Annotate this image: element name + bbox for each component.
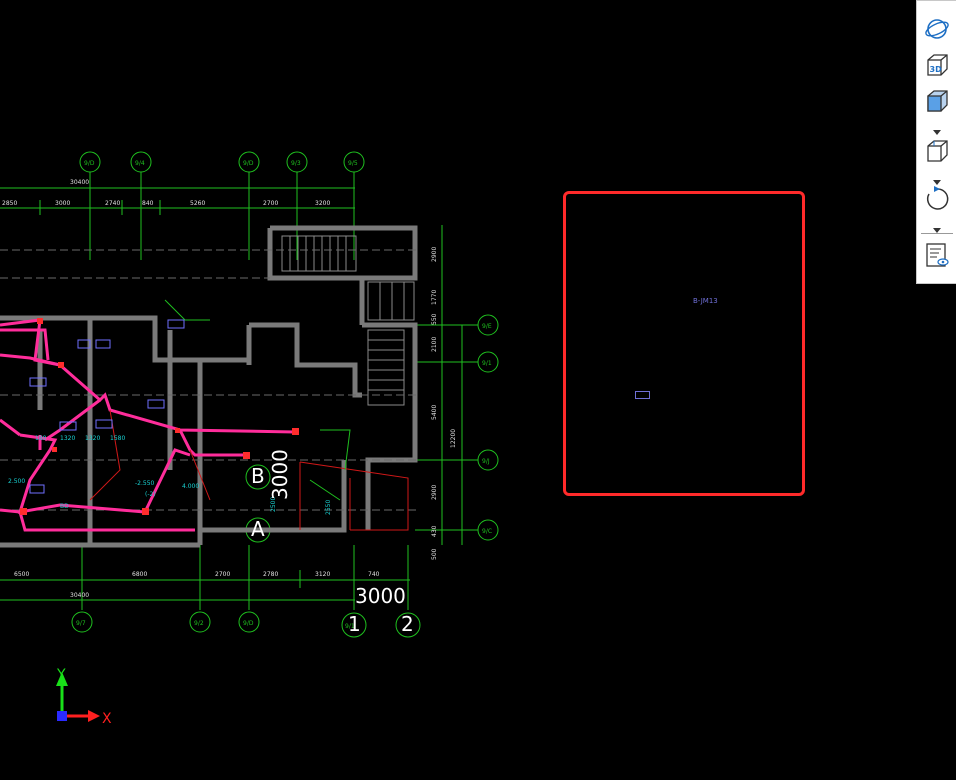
dim-right-3: 2100 (431, 337, 438, 352)
overlay-dimension-horizontal: 3000 (355, 584, 406, 608)
grid-axis-bubbles (71, 151, 499, 638)
selected-element-marker (635, 391, 650, 399)
solid-view-button[interactable] (923, 87, 951, 115)
right-dimension-lines (415, 225, 478, 545)
annotation-leaders (164, 299, 351, 501)
grid-label-2: 2 (401, 612, 414, 636)
chevron-down-icon (933, 130, 941, 135)
dim-right-1: 1770 (431, 290, 438, 305)
axis-bottom-3: 9/D (243, 620, 254, 627)
x-axis-label: X (102, 711, 112, 727)
cube-3d-icon: 3D (927, 54, 948, 76)
grid-label-b: B (251, 464, 265, 488)
top-dimension-lines (0, 172, 355, 260)
axis-top-4: 9/3 (291, 160, 301, 167)
dimension-texts: 30400 2850 3000 2740 840 5260 2700 3200 … (2, 179, 457, 599)
properties-button[interactable] (923, 241, 951, 269)
red-wiring (89, 409, 409, 531)
dim-right-0: 2900 (431, 247, 438, 262)
dim-top-5: 2700 (263, 200, 278, 207)
note-2: 4.000 (182, 483, 199, 490)
selection-box[interactable] (563, 191, 805, 496)
dim-right-2: 550 (431, 313, 438, 325)
orbit-icon (925, 19, 949, 39)
view-toolbar: 3D (916, 0, 956, 284)
orbit-button[interactable] (923, 15, 951, 43)
axis-indicator: Y X (56, 667, 112, 727)
axis-top-1: 9/D (84, 160, 95, 167)
axis-top-5: 9/5 (348, 160, 358, 167)
dim-top-3: 840 (142, 200, 154, 207)
dim-top-4: 5260 (190, 200, 205, 207)
dim-right-5: 2900 (431, 485, 438, 500)
chevron-down-icon (933, 228, 941, 233)
dim-bottom-4: 3120 (315, 571, 330, 578)
note-7: 2550 (325, 500, 332, 515)
grid-label-a: A (251, 517, 265, 541)
dim-bottom-total: 30400 (70, 592, 89, 599)
dim-top-total: 30400 (70, 179, 89, 186)
axis-right-1: 9/E (482, 323, 492, 330)
dim-top-0: 2850 (2, 200, 17, 207)
dim-top-2: 2740 (105, 200, 120, 207)
note-6: 180 (35, 435, 47, 442)
axis-right-3: 9/J (482, 458, 490, 465)
note-8: 2500 (270, 497, 277, 512)
tag-boxes (29, 319, 185, 494)
axis-bubble-texts: 9/D 9/4 9/D 9/3 9/5 9/E 9/1 9/J 9/C 9/7 … (76, 160, 492, 630)
axis-bottom-1: 9/7 (76, 620, 86, 627)
wireframe-view-button[interactable] (923, 137, 951, 165)
axis-right-4: 9/C (482, 528, 492, 535)
properties-panel-icon (926, 243, 949, 267)
electrical-pipes (0, 318, 296, 532)
bottom-dimension-lines (0, 545, 410, 610)
rotate-button[interactable] (923, 185, 951, 213)
wireframe-view-dropdown[interactable] (931, 171, 943, 185)
note-4: 1320 (85, 435, 100, 442)
note-10: BD (60, 503, 69, 510)
note-9: (-2) (145, 491, 156, 498)
dim-bottom-5: 740 (368, 571, 380, 578)
dim-right-6: 430 (431, 525, 438, 537)
toolbar-divider (921, 233, 953, 234)
grid-label-1: 1 (348, 612, 361, 636)
dim-bottom-0: 6500 (14, 571, 29, 578)
stairs (281, 235, 415, 406)
axis-bottom-2: 9/2 (194, 620, 204, 627)
dim-right-4: 5400 (431, 405, 438, 420)
view-3d-label: 3D (930, 65, 943, 74)
dim-bottom-3: 2780 (263, 571, 278, 578)
dim-right-total: 12200 (450, 429, 457, 448)
note-1: -2.550 (135, 480, 155, 487)
note-5: 1580 (110, 435, 125, 442)
chevron-down-icon (933, 180, 941, 185)
view-3d-button[interactable]: 3D (923, 51, 951, 79)
axis-bottom-4: 9/1 (345, 623, 355, 630)
cube-wire-icon (927, 140, 948, 162)
dim-right-7: 500 (431, 548, 438, 560)
rotate-dropdown[interactable] (931, 219, 943, 233)
dim-bottom-2: 2700 (215, 571, 230, 578)
cube-solid-icon (927, 90, 948, 112)
rotate-icon (926, 186, 949, 210)
y-axis-label: Y (56, 667, 66, 683)
note-3: 1320 (60, 435, 75, 442)
note-0: 2.500 (8, 478, 25, 485)
selected-element-label: B-JM13 (693, 297, 718, 305)
axis-right-2: 9/1 (482, 360, 492, 367)
annotation-texts: 2.500 -2.550 4.000 1320 1320 1580 180 25… (8, 435, 332, 515)
walls (0, 225, 418, 548)
axis-top-3: 9/D (243, 160, 254, 167)
dim-top-6: 3200 (315, 200, 330, 207)
overlay-dimension-vertical: 3000 (268, 449, 292, 500)
axis-top-2: 9/4 (135, 160, 145, 167)
dim-bottom-1: 6800 (132, 571, 147, 578)
fixture-markers (20, 318, 299, 515)
solid-view-dropdown[interactable] (931, 121, 943, 135)
dim-top-1: 3000 (55, 200, 70, 207)
